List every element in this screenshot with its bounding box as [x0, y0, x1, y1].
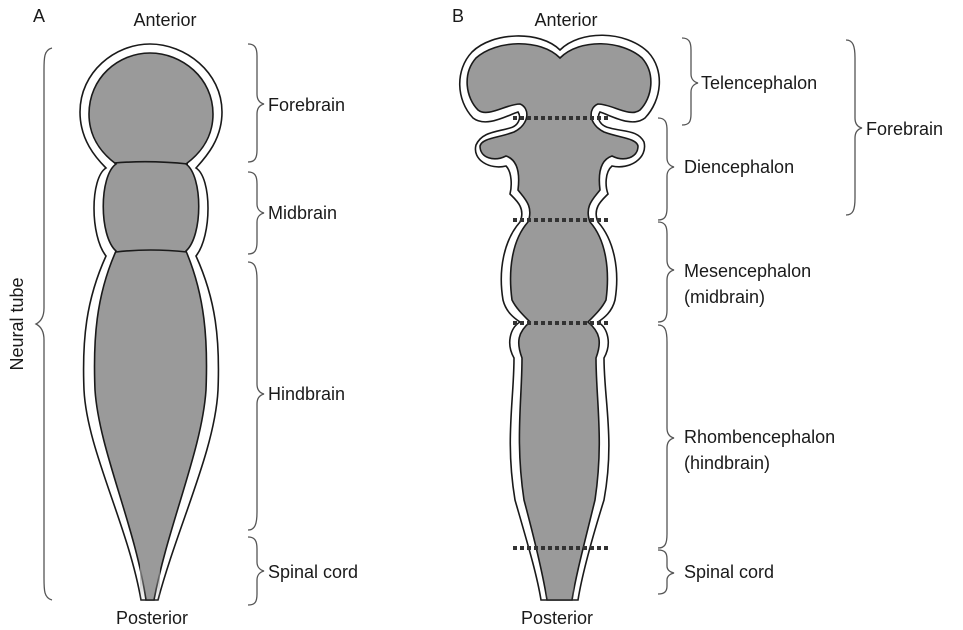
neural-tube-lumen-a: [89, 53, 213, 600]
mesencephalon-sub-label: (midbrain): [684, 287, 765, 307]
panel-b-letter: B: [452, 6, 464, 26]
forebrain-group-label: Forebrain: [866, 119, 943, 139]
spinal-cord-label-b: Spinal cord: [684, 562, 774, 582]
mesencephalon-brace: [658, 222, 674, 322]
spinal-cord-brace-b: [658, 550, 674, 594]
rhombencephalon-sub-label: (hindbrain): [684, 453, 770, 473]
spinal-cord-fade-b: [546, 555, 574, 602]
midbrain-label-a: Midbrain: [268, 203, 337, 223]
mesencephalon-label: Mesencephalon: [684, 261, 811, 281]
neural-tube-brace: [36, 48, 52, 600]
spinal-cord-fade-a: [140, 560, 160, 602]
rhombencephalon-brace: [658, 325, 674, 548]
forebrain-group-brace: [846, 40, 862, 215]
diencephalon-label: Diencephalon: [684, 157, 794, 177]
panel-a-letter: A: [33, 6, 45, 26]
hindbrain-label-a: Hindbrain: [268, 384, 345, 404]
diencephalon-brace: [658, 118, 674, 220]
spinal-cord-brace-a: [248, 537, 264, 605]
panel-b-anterior-label: Anterior: [534, 10, 597, 30]
panel-b-posterior-label: Posterior: [521, 608, 593, 628]
forebrain-brace-a: [248, 44, 264, 162]
neural-tube-label: Neural tube: [7, 277, 27, 370]
forebrain-label-a: Forebrain: [268, 95, 345, 115]
midbrain-brace-a: [248, 172, 264, 254]
telencephalon-label: Telencephalon: [701, 73, 817, 93]
telencephalon-brace: [682, 38, 698, 125]
hindbrain-brace-a: [248, 262, 264, 530]
panel-b: B Anterior Posterior Telencephalon Dienc…: [452, 6, 943, 628]
spinal-cord-label-a: Spinal cord: [268, 562, 358, 582]
panel-a-posterior-label: Posterior: [116, 608, 188, 628]
rhombencephalon-label: Rhombencephalon: [684, 427, 835, 447]
panel-a: A Anterior Posterior Neural tube Forebra…: [7, 6, 358, 628]
panel-a-anterior-label: Anterior: [133, 10, 196, 30]
